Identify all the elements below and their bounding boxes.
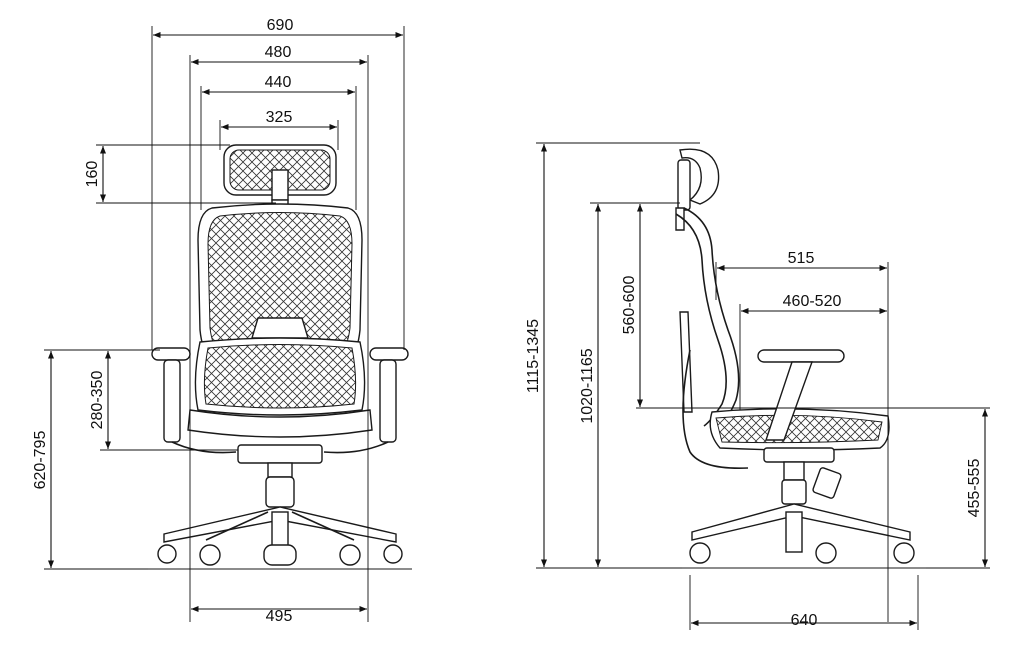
seat-width-label: 440 <box>265 74 292 91</box>
side-view-chair-icon <box>675 148 926 569</box>
overall-depth-label: 515 <box>788 250 815 267</box>
base-depth-label: 640 <box>791 612 818 629</box>
front-dimension-lines <box>44 26 405 622</box>
front-view-chair-icon <box>148 144 412 570</box>
backrest-height-label: 560-600 <box>621 276 638 335</box>
armrest-width-label: 480 <box>265 44 292 61</box>
base-width-label: 495 <box>266 608 293 625</box>
headrest-height-label: 160 <box>84 161 101 188</box>
backrest-top-height-label: 1020-1165 <box>579 348 596 423</box>
seat-height-side-label: 455-555 <box>966 459 983 518</box>
seat-depth-label: 460-520 <box>783 293 842 310</box>
overall-width-label: 690 <box>267 17 294 34</box>
total-height-label: 1115-1345 <box>525 319 542 393</box>
headrest-width-label: 325 <box>266 109 293 126</box>
side-dimension-lines <box>536 142 990 630</box>
seat-height-front-label: 620-795 <box>32 431 49 490</box>
armrest-height-label: 280-350 <box>89 371 106 430</box>
